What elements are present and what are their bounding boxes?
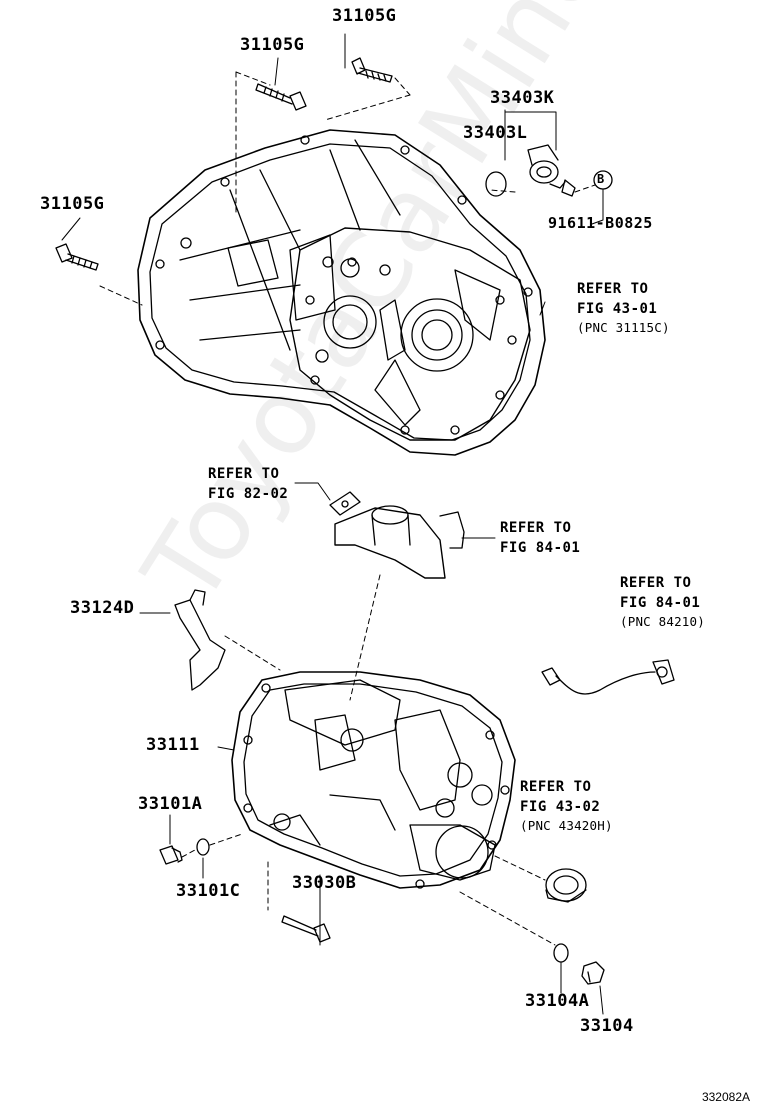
dashed-assembly-lines — [99, 71, 596, 946]
sleeve-33403l — [527, 144, 576, 197]
ref-82-02-line1: REFER TO — [208, 466, 280, 482]
bolt-31105g-middle — [255, 83, 307, 111]
ref-84-01-pnc-line2: FIG 84-01 — [620, 595, 701, 611]
shift-lever-housing — [329, 491, 465, 579]
label-33104: 33104 — [580, 1016, 634, 1036]
ref-84-01-line1: REFER TO — [500, 520, 572, 536]
label-31105g-left: 31105G — [40, 194, 105, 214]
ref-43-02-line1: REFER TO — [520, 779, 592, 795]
label-31105g-top: 31105G — [332, 6, 397, 26]
ref-82-02-line2: FIG 82-02 — [208, 486, 289, 502]
label-33403k: 33403K — [490, 88, 555, 108]
label-33101c: 33101C — [176, 881, 241, 901]
bolt-33030b — [281, 915, 331, 943]
figure-code: 332082A — [701, 1090, 750, 1104]
label-33403l: 33403L — [463, 123, 528, 143]
label-33124d: 33124D — [70, 598, 135, 618]
o-ring — [485, 171, 507, 197]
label-33101a: 33101A — [138, 794, 203, 814]
bolt-31105g-top — [351, 57, 393, 83]
transmission-case — [231, 671, 516, 889]
ref-84-01-line2: FIG 84-01 — [500, 540, 581, 556]
leader-lines — [61, 33, 604, 1015]
bracket-33124d — [174, 589, 226, 691]
label-33111: 33111 — [146, 735, 200, 755]
ref-43-01-pnc: (PNC 31115C) — [577, 320, 670, 335]
bolt-31105g-left — [55, 243, 99, 271]
label-33104a: 33104A — [525, 991, 590, 1011]
drain-gasket-33104a — [553, 943, 569, 963]
label-31105g-middle: 31105G — [240, 35, 305, 55]
label-circle-b: B — [597, 172, 605, 186]
plug-33101a — [159, 845, 183, 865]
speed-sensor — [541, 659, 675, 695]
label-91611-b0825: 91611-B0825 — [548, 214, 653, 232]
ref-84-01-pnc-line1: REFER TO — [620, 575, 692, 591]
oil-seal — [545, 868, 587, 903]
ref-43-01-line1: REFER TO — [577, 281, 649, 297]
gasket-33101c — [196, 838, 210, 856]
ref-43-02-pnc: (PNC 43420H) — [520, 818, 613, 833]
ref-43-02-line2: FIG 43-02 — [520, 799, 601, 815]
label-33030b: 33030B — [292, 873, 357, 893]
ref-84-01-pnc: (PNC 84210) — [620, 614, 705, 629]
clutch-housing — [137, 129, 546, 456]
drain-plug-33104 — [581, 961, 605, 985]
ref-43-01-line2: FIG 43-01 — [577, 301, 658, 317]
